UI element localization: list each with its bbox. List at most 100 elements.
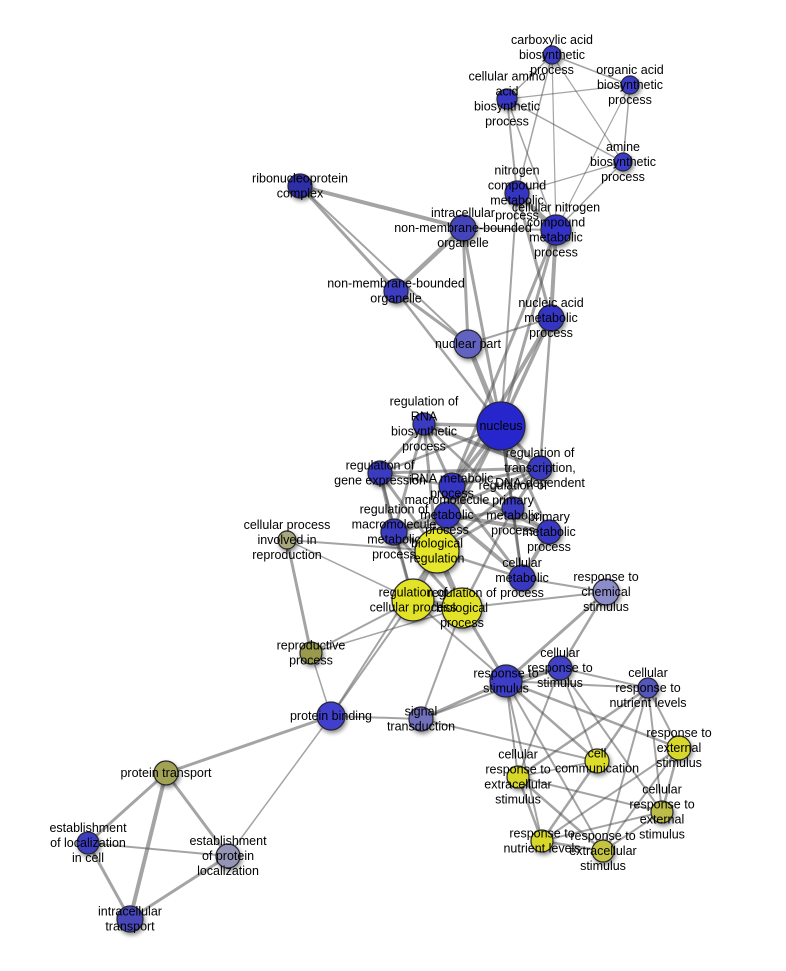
graph-node-respchem[interactable] <box>592 578 620 606</box>
graph-node-respstim[interactable] <box>489 664 523 698</box>
graph-node-nucpart[interactable] <box>453 329 483 359</box>
graph-node-estabcell[interactable] <box>76 831 100 855</box>
graph-node-sigtrans[interactable] <box>408 706 434 732</box>
graph-node-nitrogen[interactable] <box>504 180 530 206</box>
graph-edge <box>286 539 438 552</box>
graph-edge <box>559 667 649 689</box>
graph-edge <box>558 590 608 670</box>
graph-edge <box>541 747 680 842</box>
graph-node-cellrespstim[interactable] <box>547 655 573 681</box>
node-label: nuclear part <box>435 337 502 351</box>
graph-edge <box>551 54 631 86</box>
graph-node-protbind[interactable] <box>316 701 346 731</box>
graph-edge <box>378 466 542 475</box>
graph-node-regcell[interactable] <box>391 578 435 622</box>
graph-edge <box>86 841 132 921</box>
graph-edge <box>517 667 561 778</box>
graph-edge <box>394 289 503 428</box>
graph-edge <box>330 715 422 720</box>
graph-node-nucleic[interactable] <box>537 304 565 332</box>
graph-node-respextra[interactable] <box>591 839 615 863</box>
graph-edge <box>505 680 604 852</box>
graph-node-regprim[interactable] <box>501 496 525 520</box>
graph-node-regrna[interactable] <box>412 412 436 436</box>
graph-node-cellcomm[interactable] <box>584 748 610 774</box>
graph-node-cellmetab[interactable] <box>508 564 536 592</box>
graph-edge <box>517 760 598 778</box>
graph-edge <box>516 775 605 853</box>
graph-edge <box>330 550 438 717</box>
graph-edge <box>521 577 607 593</box>
graph-node-regmacro[interactable] <box>380 518 408 546</box>
node-label: nucleus <box>479 419 522 433</box>
graph-node-cellrespnutr[interactable] <box>637 677 659 699</box>
graph-node-ribo[interactable] <box>287 173 313 199</box>
graph-node-amine[interactable] <box>613 152 633 172</box>
graph-node-intratrans[interactable] <box>116 905 144 933</box>
graph-node-cellnitro[interactable] <box>540 214 572 246</box>
graph-edge <box>516 161 624 194</box>
graph-node-organic[interactable] <box>620 75 640 95</box>
graph-node-prottrans[interactable] <box>153 760 179 786</box>
graph-edge <box>164 714 333 775</box>
graph-node-primmetab[interactable] <box>536 519 562 545</box>
graph-node-cellrepro[interactable] <box>277 530 297 550</box>
graph-edge <box>506 98 518 194</box>
graph-node-amino[interactable] <box>496 88 518 110</box>
graph-node-respext[interactable] <box>666 735 692 761</box>
graph-edge <box>285 538 313 655</box>
graph-node-macromet[interactable] <box>433 501 461 529</box>
graph-edge <box>393 225 466 294</box>
graph-node-regtrans[interactable] <box>527 455 553 481</box>
graph-edge <box>602 811 663 852</box>
graph-edge <box>506 98 557 231</box>
graph-node-cellrespexternal[interactable] <box>650 800 674 824</box>
graph-node-nmborg[interactable] <box>383 278 409 304</box>
graph-edge <box>516 54 553 194</box>
graph-edge <box>541 811 663 842</box>
graph-edge <box>227 715 332 857</box>
graph-edge <box>506 84 631 100</box>
graph-node-repro[interactable] <box>299 641 323 665</box>
graph-node-cellrespextra[interactable] <box>506 765 530 789</box>
graph-node-estabprot[interactable] <box>215 843 241 869</box>
graph-node-rnametab[interactable] <box>438 472 466 500</box>
graph-edge <box>445 513 524 580</box>
graph-edge <box>538 316 553 470</box>
graph-node-nucleus[interactable] <box>476 401 526 451</box>
graph-edge <box>450 484 524 580</box>
graph-edge <box>622 84 631 163</box>
graph-edge <box>298 184 465 230</box>
graph-edge <box>394 289 470 346</box>
graph-node-intraorg[interactable] <box>449 214 477 242</box>
graph-edge <box>128 854 230 921</box>
graph-node-carbox[interactable] <box>542 45 562 65</box>
graph-node-bioreg[interactable] <box>414 528 460 574</box>
graph-node-regbio[interactable] <box>441 587 483 629</box>
graph-node-reggene[interactable] <box>367 460 393 486</box>
graph-edge <box>392 466 542 534</box>
graph-edge <box>647 687 663 813</box>
node-label: protein transport <box>120 766 212 780</box>
graph-edge <box>422 422 542 470</box>
graph-node-respnutr[interactable] <box>530 829 554 853</box>
